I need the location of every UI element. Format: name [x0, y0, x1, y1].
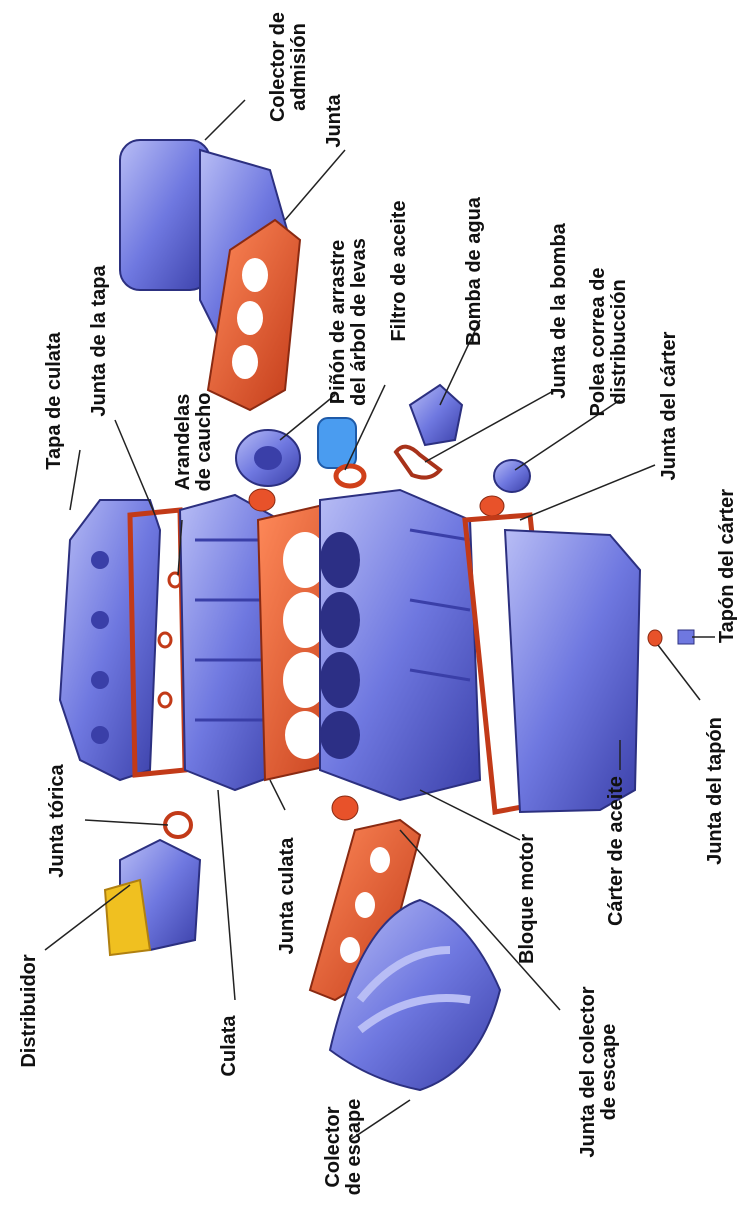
label-tapa-culata: Tapa de culata — [44, 326, 66, 476]
rubber-washers — [159, 573, 181, 707]
label-tapon-carter: Tapón del cárter — [717, 476, 739, 656]
timing-belt-pulley — [494, 460, 530, 492]
label-arandelas-caucho: Arandelas de caucho — [173, 377, 217, 507]
label-pinon-arrastre: Piñón de arrastre del árbol de levas — [328, 227, 372, 417]
label-culata: Culata — [219, 1006, 241, 1086]
engine-block — [320, 490, 480, 800]
o-ring — [165, 813, 191, 837]
block-seal — [480, 496, 504, 516]
label-bomba-agua: Bomba de agua — [464, 206, 486, 346]
water-pump — [396, 385, 462, 478]
plug-seal — [332, 796, 358, 820]
label-colector-escape: Colector de escape — [323, 1092, 367, 1202]
label-distribuidor: Distribuidor — [19, 941, 41, 1081]
label-junta-culata: Junta culata — [277, 826, 299, 966]
label-junta-torica: Junta tórica — [47, 751, 69, 891]
label-junta-admision: Junta — [324, 86, 346, 156]
distributor — [105, 840, 200, 955]
label-bloque-motor: Bloque motor — [517, 829, 539, 969]
label-junta-tapon: Junta del tapón — [705, 711, 727, 871]
label-carter-aceite: Cárter de aceite — [606, 766, 628, 936]
valve-cover — [60, 500, 160, 780]
label-junta-carter: Junta del cárter — [659, 321, 681, 491]
drain-plug — [648, 630, 694, 646]
label-colector-admision: Colector de admisión — [268, 0, 312, 137]
label-junta-tapa: Junta de la tapa — [89, 261, 111, 421]
label-junta-bomba: Junta de la bomba — [549, 221, 571, 401]
label-filtro-aceite: Filtro de aceite — [389, 191, 411, 351]
oil-filter — [318, 418, 364, 486]
head-seal — [249, 489, 275, 511]
label-junta-colector-escape: Junta del colector de escape — [578, 962, 622, 1182]
label-polea-correa: Polea correa de distribucción — [588, 257, 632, 427]
camshaft-pulley — [236, 430, 300, 486]
